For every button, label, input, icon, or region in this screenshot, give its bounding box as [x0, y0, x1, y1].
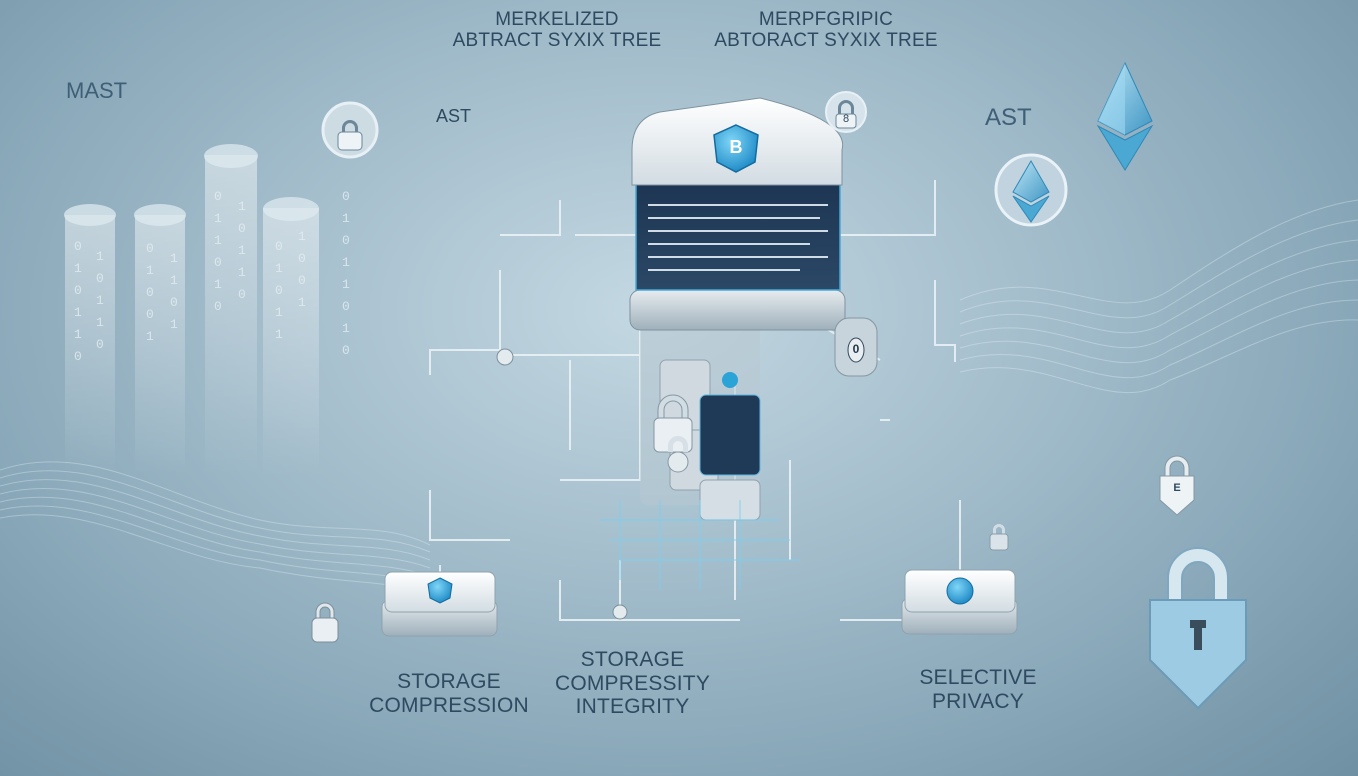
caption-storage-integrity-line1: STORAGE — [580, 648, 685, 671]
connector-node-icon — [496, 348, 514, 366]
svg-text:1: 1 — [214, 211, 222, 226]
caption-storage-integrity-line3: INTEGRITY — [575, 695, 690, 719]
svg-text:1: 1 — [74, 305, 82, 320]
svg-text:0: 0 — [342, 343, 350, 358]
node-bottom-right-flat — [901, 569, 1018, 635]
title-left: MERKELIZED ABTRACT SYXIX TREE — [452, 9, 662, 52]
svg-text:1: 1 — [170, 273, 178, 288]
svg-text:1: 1 — [170, 251, 178, 266]
svg-text:0: 0 — [170, 295, 178, 310]
title-right-line2: ABTORACT SYXIX TREE — [714, 30, 938, 52]
svg-text:1: 1 — [146, 329, 154, 344]
svg-text:1: 1 — [214, 233, 222, 248]
svg-text:1: 1 — [96, 315, 104, 330]
svg-text:0: 0 — [238, 287, 246, 302]
svg-text:0: 0 — [214, 299, 222, 314]
svg-text:0: 0 — [146, 241, 154, 256]
caption-storage-compression: STORAGE COMPRESSION — [354, 670, 544, 717]
caption-selective-privacy-line2: PRIVACY — [931, 689, 1025, 713]
svg-text:0: 0 — [96, 337, 104, 352]
svg-text:0: 0 — [342, 233, 350, 248]
caption-storage-integrity: STORAGE COMPRESSITY INTEGRITY — [550, 648, 715, 719]
root-node — [629, 97, 846, 331]
caption-storage-compression-line2: COMPRESSION — [369, 693, 529, 717]
caption-storage-compression-line1: STORAGE — [397, 670, 501, 693]
svg-text:1: 1 — [342, 277, 350, 292]
lock-badge-icon — [321, 101, 379, 159]
svg-text:1: 1 — [298, 295, 306, 310]
svg-text:1: 1 — [275, 261, 283, 276]
svg-text:1: 1 — [298, 229, 306, 244]
svg-text:0: 0 — [275, 239, 283, 254]
title-right-line1: MERPFGRIPIC — [758, 9, 894, 30]
ast-label-right: AST — [985, 104, 1032, 131]
svg-text:0: 0 — [74, 239, 82, 254]
svg-text:0: 0 — [275, 283, 283, 298]
mast-label: MAST — [66, 78, 128, 103]
svg-text:0: 0 — [74, 349, 82, 364]
svg-text:0: 0 — [74, 283, 82, 298]
caption-storage-integrity-line2: COMPRESSITY — [554, 671, 711, 695]
title-left-line2: ABTRACT SYXIX TREE — [452, 30, 662, 52]
svg-text:0: 0 — [342, 189, 350, 204]
padlock-icon — [667, 436, 689, 473]
svg-text:0: 0 — [298, 273, 306, 288]
svg-text:1: 1 — [238, 265, 246, 280]
svg-text:1: 1 — [96, 293, 104, 308]
wave-right — [959, 199, 1358, 394]
keyhole-mark: 0 — [852, 342, 860, 356]
svg-text:0: 0 — [342, 299, 350, 314]
wave-left — [0, 461, 431, 593]
padlock-icon — [1159, 455, 1195, 516]
svg-text:1: 1 — [342, 255, 350, 270]
svg-text:1: 1 — [74, 327, 82, 342]
svg-text:1: 1 — [96, 249, 104, 264]
node-bottom-left-flat — [381, 571, 498, 637]
svg-text:1: 1 — [170, 317, 178, 332]
svg-text:1: 1 — [74, 261, 82, 276]
svg-text:1: 1 — [275, 327, 283, 342]
lock-badge-icon — [825, 91, 867, 133]
svg-text:0: 0 — [214, 255, 222, 270]
svg-text:1: 1 — [275, 305, 283, 320]
title-left-line1: MERKELIZED — [495, 9, 619, 30]
caption-selective-privacy-line1: SELECTIVE — [919, 666, 1037, 689]
ethereum-icon — [1096, 61, 1154, 171]
caption-selective-privacy: SELECTIVE PRIVACY — [888, 666, 1068, 713]
svg-text:0: 0 — [146, 307, 154, 322]
lock-right-mark: E — [1173, 482, 1181, 494]
svg-text:1: 1 — [238, 243, 246, 258]
svg-text:1: 1 — [342, 321, 350, 336]
svg-text:1: 1 — [214, 277, 222, 292]
svg-text:0: 0 — [298, 251, 306, 266]
svg-text:0: 0 — [214, 189, 222, 204]
ast-label-left: AST — [436, 106, 472, 126]
title-right: MERPFGRIPIC ABTORACT SYXIX TREE — [706, 9, 946, 52]
root-node-mark: B — [729, 137, 743, 157]
svg-text:1: 1 — [238, 199, 246, 214]
padlock-icon — [989, 524, 1009, 551]
svg-text:1: 1 — [342, 211, 350, 226]
lock-badge-mark: 8 — [842, 113, 850, 125]
connector-node-icon — [612, 604, 628, 620]
core-stack — [600, 305, 800, 590]
svg-text:0: 0 — [238, 221, 246, 236]
padlock-icon — [311, 602, 339, 643]
ethereum-icon — [994, 153, 1068, 227]
padlock-icon — [1149, 547, 1247, 710]
padlock-icon — [834, 317, 878, 377]
svg-text:1: 1 — [146, 263, 154, 278]
svg-text:0: 0 — [146, 285, 154, 300]
svg-text:0: 0 — [96, 271, 104, 286]
